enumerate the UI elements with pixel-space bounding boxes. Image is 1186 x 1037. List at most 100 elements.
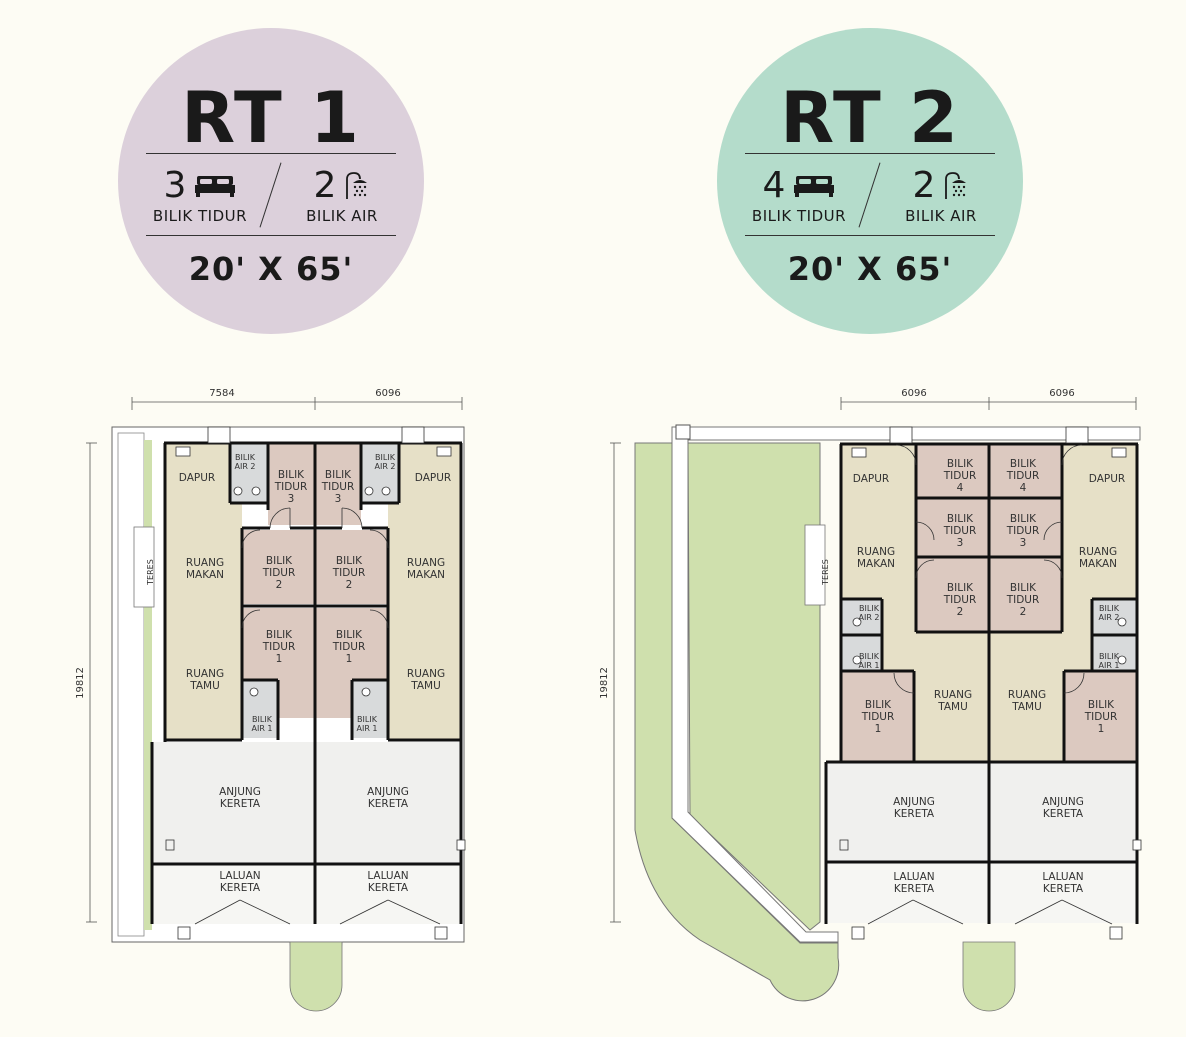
rt2-room-bilik-air-1-left	[842, 636, 882, 670]
rt1-garden-strip	[144, 440, 152, 930]
rt2-label-bt2-left-b: TIDUR	[943, 594, 977, 606]
rt2-label-ruang-tamu-right-b: TAMU	[1011, 701, 1042, 713]
rt2-room-bilik-tidur-3-left	[916, 499, 989, 556]
rt1-rule-top	[146, 153, 396, 154]
rt1-room-bilik-tidur-3-left	[268, 443, 315, 525]
rt1-carporch	[152, 742, 460, 864]
rt2-dim-right: 6096	[1049, 388, 1074, 399]
rt2-room-bilik-air-2-right	[1092, 600, 1136, 634]
rt1-dim-left: 7584	[209, 388, 234, 399]
rt2-bedroom-label: BILIK TIDUR	[751, 207, 847, 225]
rt1-label-ruang-makan-right-a: RUANG	[407, 557, 445, 569]
rt2-label-bt4-left-b: TIDUR	[943, 470, 977, 482]
rt1-label-ruang-tamu-right-a: RUANG	[407, 668, 445, 680]
rt2-front-garden	[962, 941, 1016, 1012]
rt2-carporch	[826, 763, 1136, 863]
rt2-label-laluan-kereta-right-b: KERETA	[1043, 883, 1084, 895]
rt1-label-bt2-left-c: 2	[276, 579, 283, 591]
rt2-label-ruang-tamu-left-b: TAMU	[937, 701, 968, 713]
rt1-dim-right: 6096	[375, 388, 400, 399]
rt1-label-bilik-air-1-left-a: BILIK	[252, 715, 273, 724]
rt1-label-laluan-kereta-left-b: KERETA	[220, 882, 261, 894]
rt1-label-laluan-kereta-left-a: LALUAN	[219, 870, 260, 882]
rt1-label-bt1-left-a: BILIK	[266, 629, 293, 641]
rt1-room-bilik-air-1-right	[352, 680, 388, 738]
rt2-label-bilik-air-1-right-a: BILIK	[1099, 652, 1120, 661]
rt2-rule-top	[745, 153, 995, 154]
rt2-label-ruang-makan-left-b: MAKAN	[857, 558, 895, 570]
rt2-label-anjung-kereta-left-a: ANJUNG	[893, 796, 935, 808]
rt2-label-bt4-right-b: TIDUR	[1006, 470, 1040, 482]
rt1-label-anjung-kereta-right-a: ANJUNG	[367, 786, 409, 798]
rt2-label-ruang-tamu-right-a: RUANG	[1008, 689, 1046, 701]
rt2-label-bt3-left-b: TIDUR	[943, 525, 977, 537]
rt1-label-bilik-air-2-right-b: AIR 2	[374, 462, 395, 471]
rt2-fixtures	[839, 426, 1142, 940]
rt1-label-ruang-tamu-right-b: TAMU	[410, 680, 441, 692]
rt2-size: 20' X 65'	[787, 250, 953, 288]
rt1-room-bilik-tidur-2-left	[242, 530, 315, 604]
rt1-bedroom-count: 3	[163, 165, 187, 206]
rt1-room-bilik-air-1-left	[242, 680, 278, 738]
rt1-bathroom-count: 2	[313, 165, 337, 206]
rt2-bedroom-count: 4	[762, 165, 786, 206]
rt2-label-bilik-air-2-right-a: BILIK	[1099, 604, 1120, 613]
rt2-rule-bottom	[745, 235, 995, 236]
rt1-room-bilik-tidur-2-right	[315, 530, 388, 604]
rt1-bedroom-label: BILIK TIDUR	[152, 207, 248, 225]
rt1-bathrooms: 2 BILIK AIR	[282, 165, 402, 226]
rt2-label-ruang-makan-right-a: RUANG	[1079, 546, 1117, 558]
rt1-room-dapur-left	[165, 443, 230, 740]
rt1-label-bt1-left-b: TIDUR	[262, 641, 296, 653]
rt1-title: RT 1	[181, 77, 361, 159]
rt1-label-bt3-left-c: 3	[288, 493, 295, 505]
rt1-label-dapur-right: DAPUR	[415, 472, 451, 484]
rt2-label-bt3-left-a: BILIK	[947, 513, 974, 525]
rt1-label-anjung-kereta-left-a: ANJUNG	[219, 786, 261, 798]
rt2-room-bilik-air-1-right	[1092, 636, 1136, 670]
rt2-dimension-side	[610, 442, 621, 923]
rt2-dimension-top	[840, 397, 1137, 410]
rt1-size: 20' X 65'	[188, 250, 354, 288]
rt2-label-bt4-right-a: BILIK	[1010, 458, 1037, 470]
rt1-label-bilik-air-2-right-a: BILIK	[375, 453, 396, 462]
rt2-label-dapur-right: DAPUR	[1089, 473, 1125, 485]
rt2-room-bilik-tidur-3-right	[989, 499, 1062, 556]
rt2-label-bt4-right-c: 4	[1020, 482, 1027, 494]
rt2-driveway	[826, 863, 1136, 923]
shower-icon	[346, 172, 368, 199]
rt2-label-ruang-makan-left-a: RUANG	[857, 546, 895, 558]
rt1-dimension-top	[131, 397, 463, 410]
rt2-bedrooms: 4 BILIK TIDUR	[739, 165, 859, 226]
rt1-floor-plan: 7584 6096 19812 TERES	[75, 388, 466, 1012]
rt1-label-bilik-air-2-left-a: BILIK	[235, 453, 256, 462]
rt1-label-bilik-air-2-left-b: AIR 2	[234, 462, 255, 471]
rt2-label-laluan-kereta-left-b: KERETA	[894, 883, 935, 895]
rt2-label-laluan-kereta-right-a: LALUAN	[1042, 871, 1083, 883]
rt1-label-ruang-tamu-left-b: TAMU	[189, 680, 220, 692]
rt1-label-ruang-makan-left-a: RUANG	[186, 557, 224, 569]
rt2-label-bt3-right-c: 3	[1020, 537, 1027, 549]
rt1-label-teres: TERES	[146, 559, 155, 586]
rt2-corner-garden	[634, 442, 840, 1002]
rt1-label-bt2-left-b: TIDUR	[262, 567, 296, 579]
rt2-label-bt3-left-c: 3	[957, 537, 964, 549]
rt2-label-bilik-air-2-right-b: AIR 2	[1098, 613, 1119, 622]
rt2-label-bilik-air-2-left-a: BILIK	[859, 604, 880, 613]
rt2-label-anjung-kereta-right-a: ANJUNG	[1042, 796, 1084, 808]
rt2-terrace	[804, 524, 826, 606]
shower-icon	[945, 172, 967, 199]
rt1-dimension-side	[86, 442, 97, 923]
rt1-label-dapur-left: DAPUR	[179, 472, 215, 484]
rt1-dim-depth: 19812	[75, 667, 86, 699]
rt2-label-dapur-left: DAPUR	[853, 473, 889, 485]
rt2-floor-plan: 6096 6096 19812 TERES	[599, 388, 1142, 1012]
rt2-label-bilik-air-1-left-a: BILIK	[859, 652, 880, 661]
rt2-label-bt1-left-b: TIDUR	[861, 711, 895, 723]
rt2-label-bt3-right-b: TIDUR	[1006, 525, 1040, 537]
rt2-dim-depth: 19812	[599, 667, 610, 699]
rt2-bathroom-count: 2	[912, 165, 936, 206]
rt1-bedrooms: 3 BILIK TIDUR	[140, 165, 260, 226]
rt2-label-teres: TERES	[821, 559, 830, 586]
